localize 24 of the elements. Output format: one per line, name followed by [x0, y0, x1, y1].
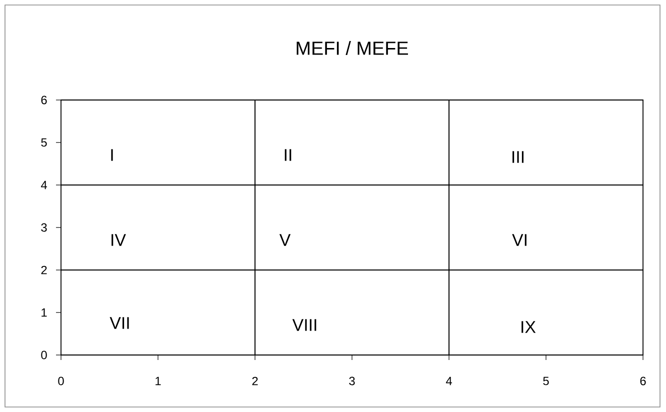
grid-cell: I [60, 100, 256, 186]
axis-tick-label: 0 [41, 350, 47, 360]
axis-tick-label: 4 [446, 376, 452, 386]
axis-tick-label: 5 [41, 138, 47, 147]
grid-cell: II [254, 100, 450, 186]
grid-cell: VIII [254, 270, 450, 356]
axis-tick-label: 4 [40, 180, 47, 190]
grid-cell: III [448, 100, 644, 186]
axis-tick-label: 2 [41, 266, 47, 274]
axis-tick-label: 1 [42, 308, 47, 317]
axis-tick-label: 5 [543, 376, 549, 386]
axis-tick-label: 3 [349, 376, 355, 386]
axis-tick-label: 6 [41, 96, 47, 104]
axis-tick-label: 2 [252, 376, 258, 386]
grid-cell: V [254, 184, 450, 270]
grid-cell: IV [60, 184, 256, 270]
grid-cell: VI [448, 184, 644, 270]
axis-tick-label: 3 [41, 223, 47, 232]
axis-tick-label: 6 [640, 376, 646, 386]
grid-cell: IX [448, 270, 644, 356]
grid-cell: VII [60, 270, 256, 356]
chart-title: MEFI / MEFE [296, 41, 408, 55]
axis-tick-label: 0 [58, 376, 64, 386]
axis-tick-label: 1 [156, 376, 161, 386]
